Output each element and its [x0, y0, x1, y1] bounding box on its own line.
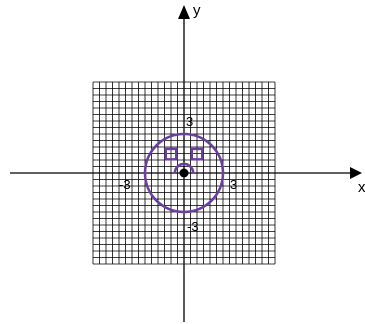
tick-label-x-neg: -3	[119, 177, 131, 192]
tick-label-y-neg: -3	[187, 219, 199, 234]
right-eye-square	[190, 147, 204, 161]
y-axis-arrow	[178, 5, 190, 19]
mouth-arc	[173, 162, 195, 174]
x-axis-arrow	[350, 167, 362, 179]
tick-label-y-pos: 3	[186, 114, 193, 129]
center-dot	[179, 168, 189, 178]
x-axis-label: x	[358, 179, 365, 196]
left-eye-square	[164, 147, 178, 161]
face-drawing	[143, 132, 225, 214]
tick-label-x-pos: 3	[230, 177, 237, 192]
axes: x y	[10, 2, 365, 322]
tick-labels: 3 -3 3 -3	[119, 114, 237, 234]
y-axis-label: y	[193, 2, 201, 19]
face-circle	[143, 132, 225, 214]
